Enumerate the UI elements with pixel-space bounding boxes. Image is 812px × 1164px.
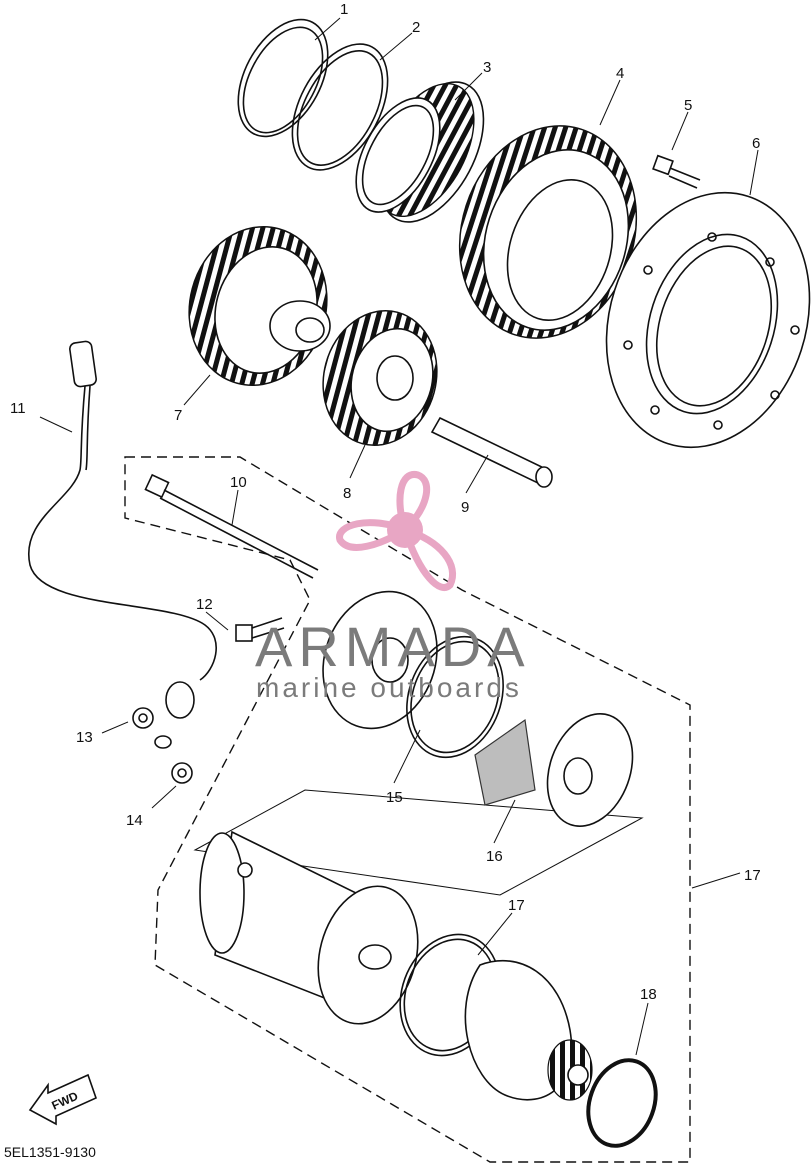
brush-holder-dashed-box [193, 789, 644, 896]
starter-assembly-dashed-outline [124, 456, 691, 1163]
part-clutch-housing [605, 191, 811, 449]
label-18: 12 [196, 596, 213, 613]
part-lead-wire [27, 340, 217, 749]
label-13: 17 [508, 897, 525, 914]
label-10: 17 [744, 867, 761, 884]
part-long-bolt [144, 473, 319, 579]
part-o-ring-11 [586, 1058, 658, 1148]
label-5: 7 [174, 407, 182, 424]
watermark-tagline: marine outboards [256, 672, 522, 703]
label-9: 1 [340, 1, 348, 18]
propeller-logo-icon [336, 471, 457, 591]
part-starter-wheel-gear [458, 125, 638, 339]
label-17b: 14 [126, 812, 143, 829]
label-8: 2 [412, 19, 420, 36]
label-4: 9 [461, 499, 469, 516]
propeller-hub-icon [387, 512, 423, 548]
part-gear-1 [322, 309, 438, 447]
fwd-arrow-icon: FWD [28, 1073, 97, 1126]
leader-lines [39, 17, 759, 1056]
part-nut-17b [171, 762, 193, 784]
watermark-brand: ARMADA [255, 615, 531, 678]
label-7: 5 [684, 97, 692, 114]
label-14: 16 [486, 848, 503, 865]
label-6: 6 [752, 135, 760, 152]
label-11: 18 [640, 986, 657, 1003]
part-front-cover [464, 960, 593, 1101]
part-one-way-clutch [355, 81, 485, 223]
label-17a: 13 [76, 729, 93, 746]
part-starter-motor-body [199, 830, 419, 1025]
label-2: 4 [616, 65, 624, 82]
part-bolt-18 [235, 617, 285, 642]
part-idler-gear [188, 225, 331, 387]
part-bolt-7 [652, 154, 701, 189]
part-shaft [430, 416, 553, 488]
part-labels: 1 2 3 4 5 6 7 8 9 10 11 12 13 14 15 16 1… [10, 1, 761, 1003]
label-16: 11 [10, 400, 26, 417]
armada-watermark: ARMADA marine outboards [255, 471, 531, 703]
drawing-code: 5EL1351-9130 [4, 1144, 96, 1160]
part-o-ring-12 [406, 635, 504, 759]
part-nut-17a [132, 707, 154, 729]
label-3: 3 [483, 59, 491, 76]
label-1: 8 [343, 485, 351, 502]
label-15: 10 [230, 474, 247, 491]
part-brush-holder [474, 713, 634, 827]
label-12: 15 [386, 789, 403, 806]
part-circlip [237, 18, 329, 138]
